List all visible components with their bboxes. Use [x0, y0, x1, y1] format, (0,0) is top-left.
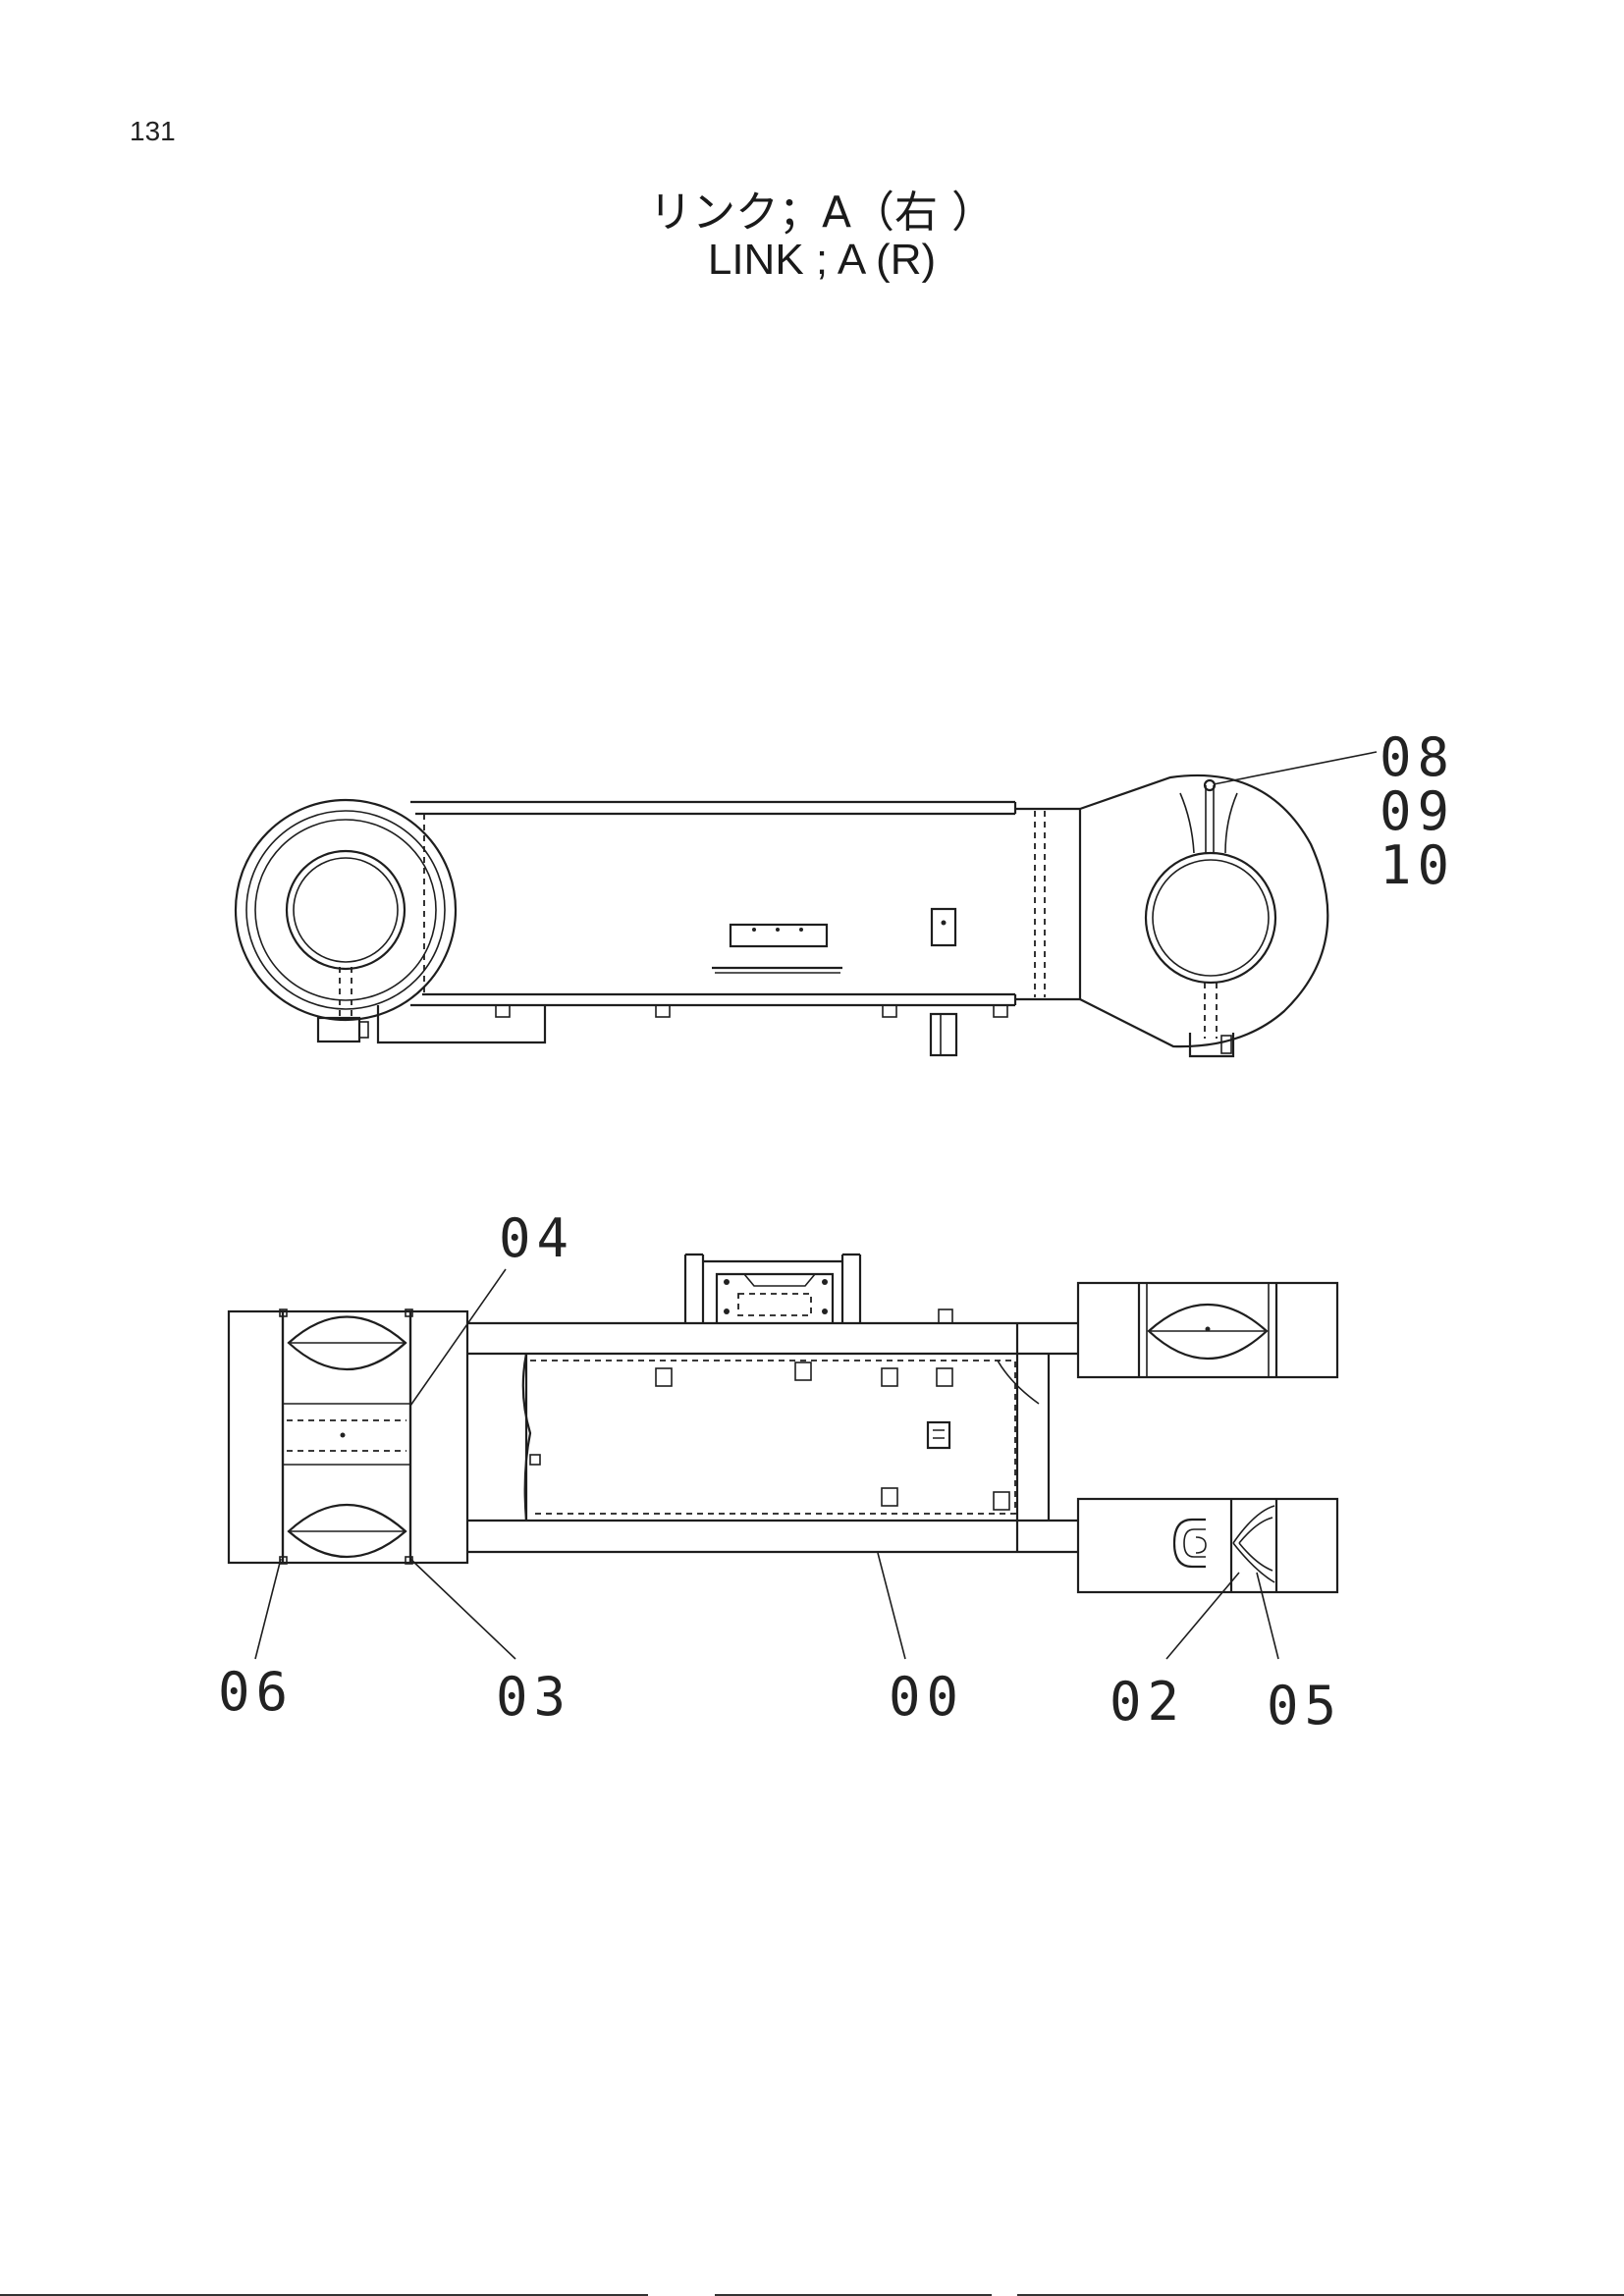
callout-02: 02 [1110, 1671, 1185, 1733]
callout-00: 00 [889, 1666, 964, 1728]
leader-08 [1213, 751, 1378, 785]
title-english: LINK ; A (R) [707, 236, 937, 284]
leader-03 [409, 1558, 516, 1660]
title-japanese: リンク；A（右 ） [648, 187, 996, 238]
callout-06: 06 [218, 1661, 294, 1723]
callout-10: 10 [1380, 834, 1455, 896]
leader-04 [409, 1268, 507, 1407]
callout-05: 05 [1267, 1675, 1342, 1736]
side-view [234, 774, 1329, 1058]
leader-05 [1256, 1572, 1279, 1660]
callout-08: 08 [1380, 726, 1455, 788]
callout-03: 03 [496, 1666, 571, 1728]
leader-00 [877, 1552, 906, 1660]
top-view [227, 1253, 1339, 1594]
leader-02 [1165, 1572, 1240, 1660]
callout-09: 09 [1380, 780, 1455, 842]
leader-06 [254, 1558, 282, 1660]
page-number: 131 [130, 116, 176, 146]
callout-04: 04 [499, 1207, 574, 1269]
